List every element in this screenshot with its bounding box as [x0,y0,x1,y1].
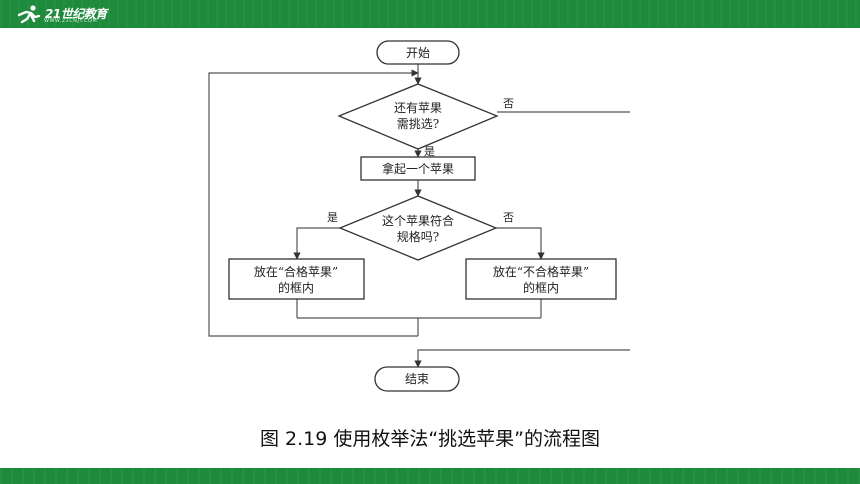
decision-more-apples: 还有苹果 需挑选? [337,83,499,150]
decision-meets-spec: 这个苹果符合 规格吗? [338,195,498,261]
brand-logo: 21世纪教育 [16,3,107,25]
label-ok-no: 否 [503,211,514,224]
place-good-box: 放在“合格苹果” 的框内 [228,258,365,300]
edge-check-ok-no [496,227,545,260]
edge-loop-back [208,69,419,337]
good-line2: 的框内 [278,280,314,295]
bad-line1: 放在“不合格苹果” [493,264,589,279]
edge-check-ok-yes [293,227,340,260]
place-bad-box: 放在“不合格苹果” 的框内 [465,258,617,300]
top-banner [0,0,860,28]
brand-name: 21世纪教育 [45,7,107,21]
runner-logo-icon [17,5,41,24]
end-label: 结束 [405,372,429,386]
brand-subtitle: WWW.21CNJY.COM [44,18,98,24]
label-ok-yes: 是 [327,211,338,224]
good-line1: 放在“合格苹果” [254,264,338,279]
decision-more-line2: 需挑选? [397,117,439,131]
label-more-yes: 是 [424,145,435,158]
end-node: 结束 [374,366,460,392]
decision-ok-line1: 这个苹果符合 [382,213,454,228]
edge-to-end [414,349,630,368]
start-node: 开始 [376,40,460,65]
start-label: 开始 [406,46,430,60]
bad-line2: 的框内 [523,280,559,295]
label-more-no: 否 [503,97,514,110]
decision-ok-line2: 规格吗? [397,229,439,244]
pick-label: 拿起一个苹果 [382,161,454,176]
decision-more-line1: 还有苹果 [394,101,442,115]
bottom-banner [0,468,860,484]
figure-caption: 图 2.19 使用枚举法“挑选苹果”的流程图 [259,428,601,450]
flowchart-edges [208,64,630,368]
pick-apple-step: 拿起一个苹果 [360,156,476,181]
